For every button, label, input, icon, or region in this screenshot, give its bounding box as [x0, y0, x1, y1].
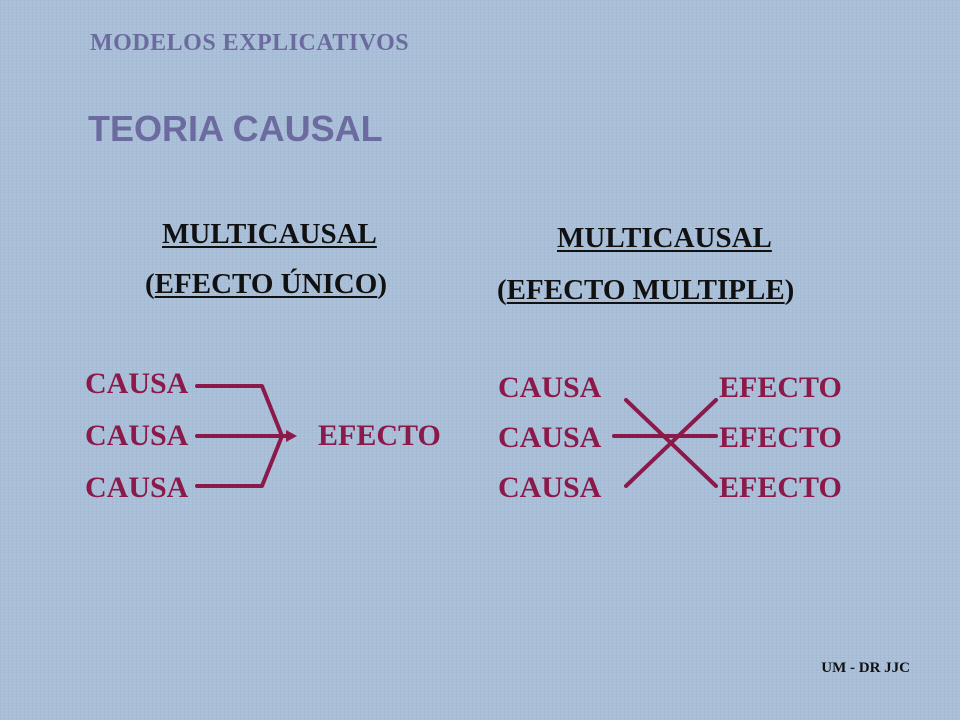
right-effect-1: EFECTO	[719, 371, 842, 404]
right-connector-diag-2	[624, 398, 718, 488]
left-heading-text: MULTICAUSAL	[162, 218, 377, 250]
slide-title: TEORIA CAUSAL	[88, 108, 383, 149]
left-arrowhead	[286, 430, 297, 442]
slide-subtitle: MODELOS EXPLICATIVOS	[90, 30, 410, 56]
left-connector-bottom	[195, 434, 284, 488]
left-cause-2: CAUSA	[85, 419, 189, 452]
left-effect: EFECTO	[318, 419, 441, 452]
right-cause-1: CAUSA	[498, 371, 602, 404]
right-heading-text: MULTICAUSAL	[557, 222, 772, 254]
left-model-heading: MULTICAUSAL	[162, 218, 377, 251]
right-effect-3: EFECTO	[719, 471, 842, 504]
right-cause-2: CAUSA	[498, 421, 602, 454]
right-model-subheading: (EFECTO MULTIPLE)	[497, 274, 795, 306]
left-model-subheading: (EFECTO ÚNICO)	[145, 268, 387, 300]
left-subheading-text: EFECTO ÚNICO	[154, 268, 378, 300]
footer-credit: UM - DR JJC	[821, 660, 910, 676]
left-cause-3: CAUSA	[85, 471, 189, 504]
right-subheading-text: EFECTO MULTIPLE	[506, 274, 785, 306]
right-effect-2: EFECTO	[719, 421, 842, 454]
right-cause-3: CAUSA	[498, 471, 602, 504]
left-cause-1: CAUSA	[85, 367, 189, 400]
right-model-heading: MULTICAUSAL	[557, 222, 772, 255]
left-connector-top	[195, 384, 284, 438]
